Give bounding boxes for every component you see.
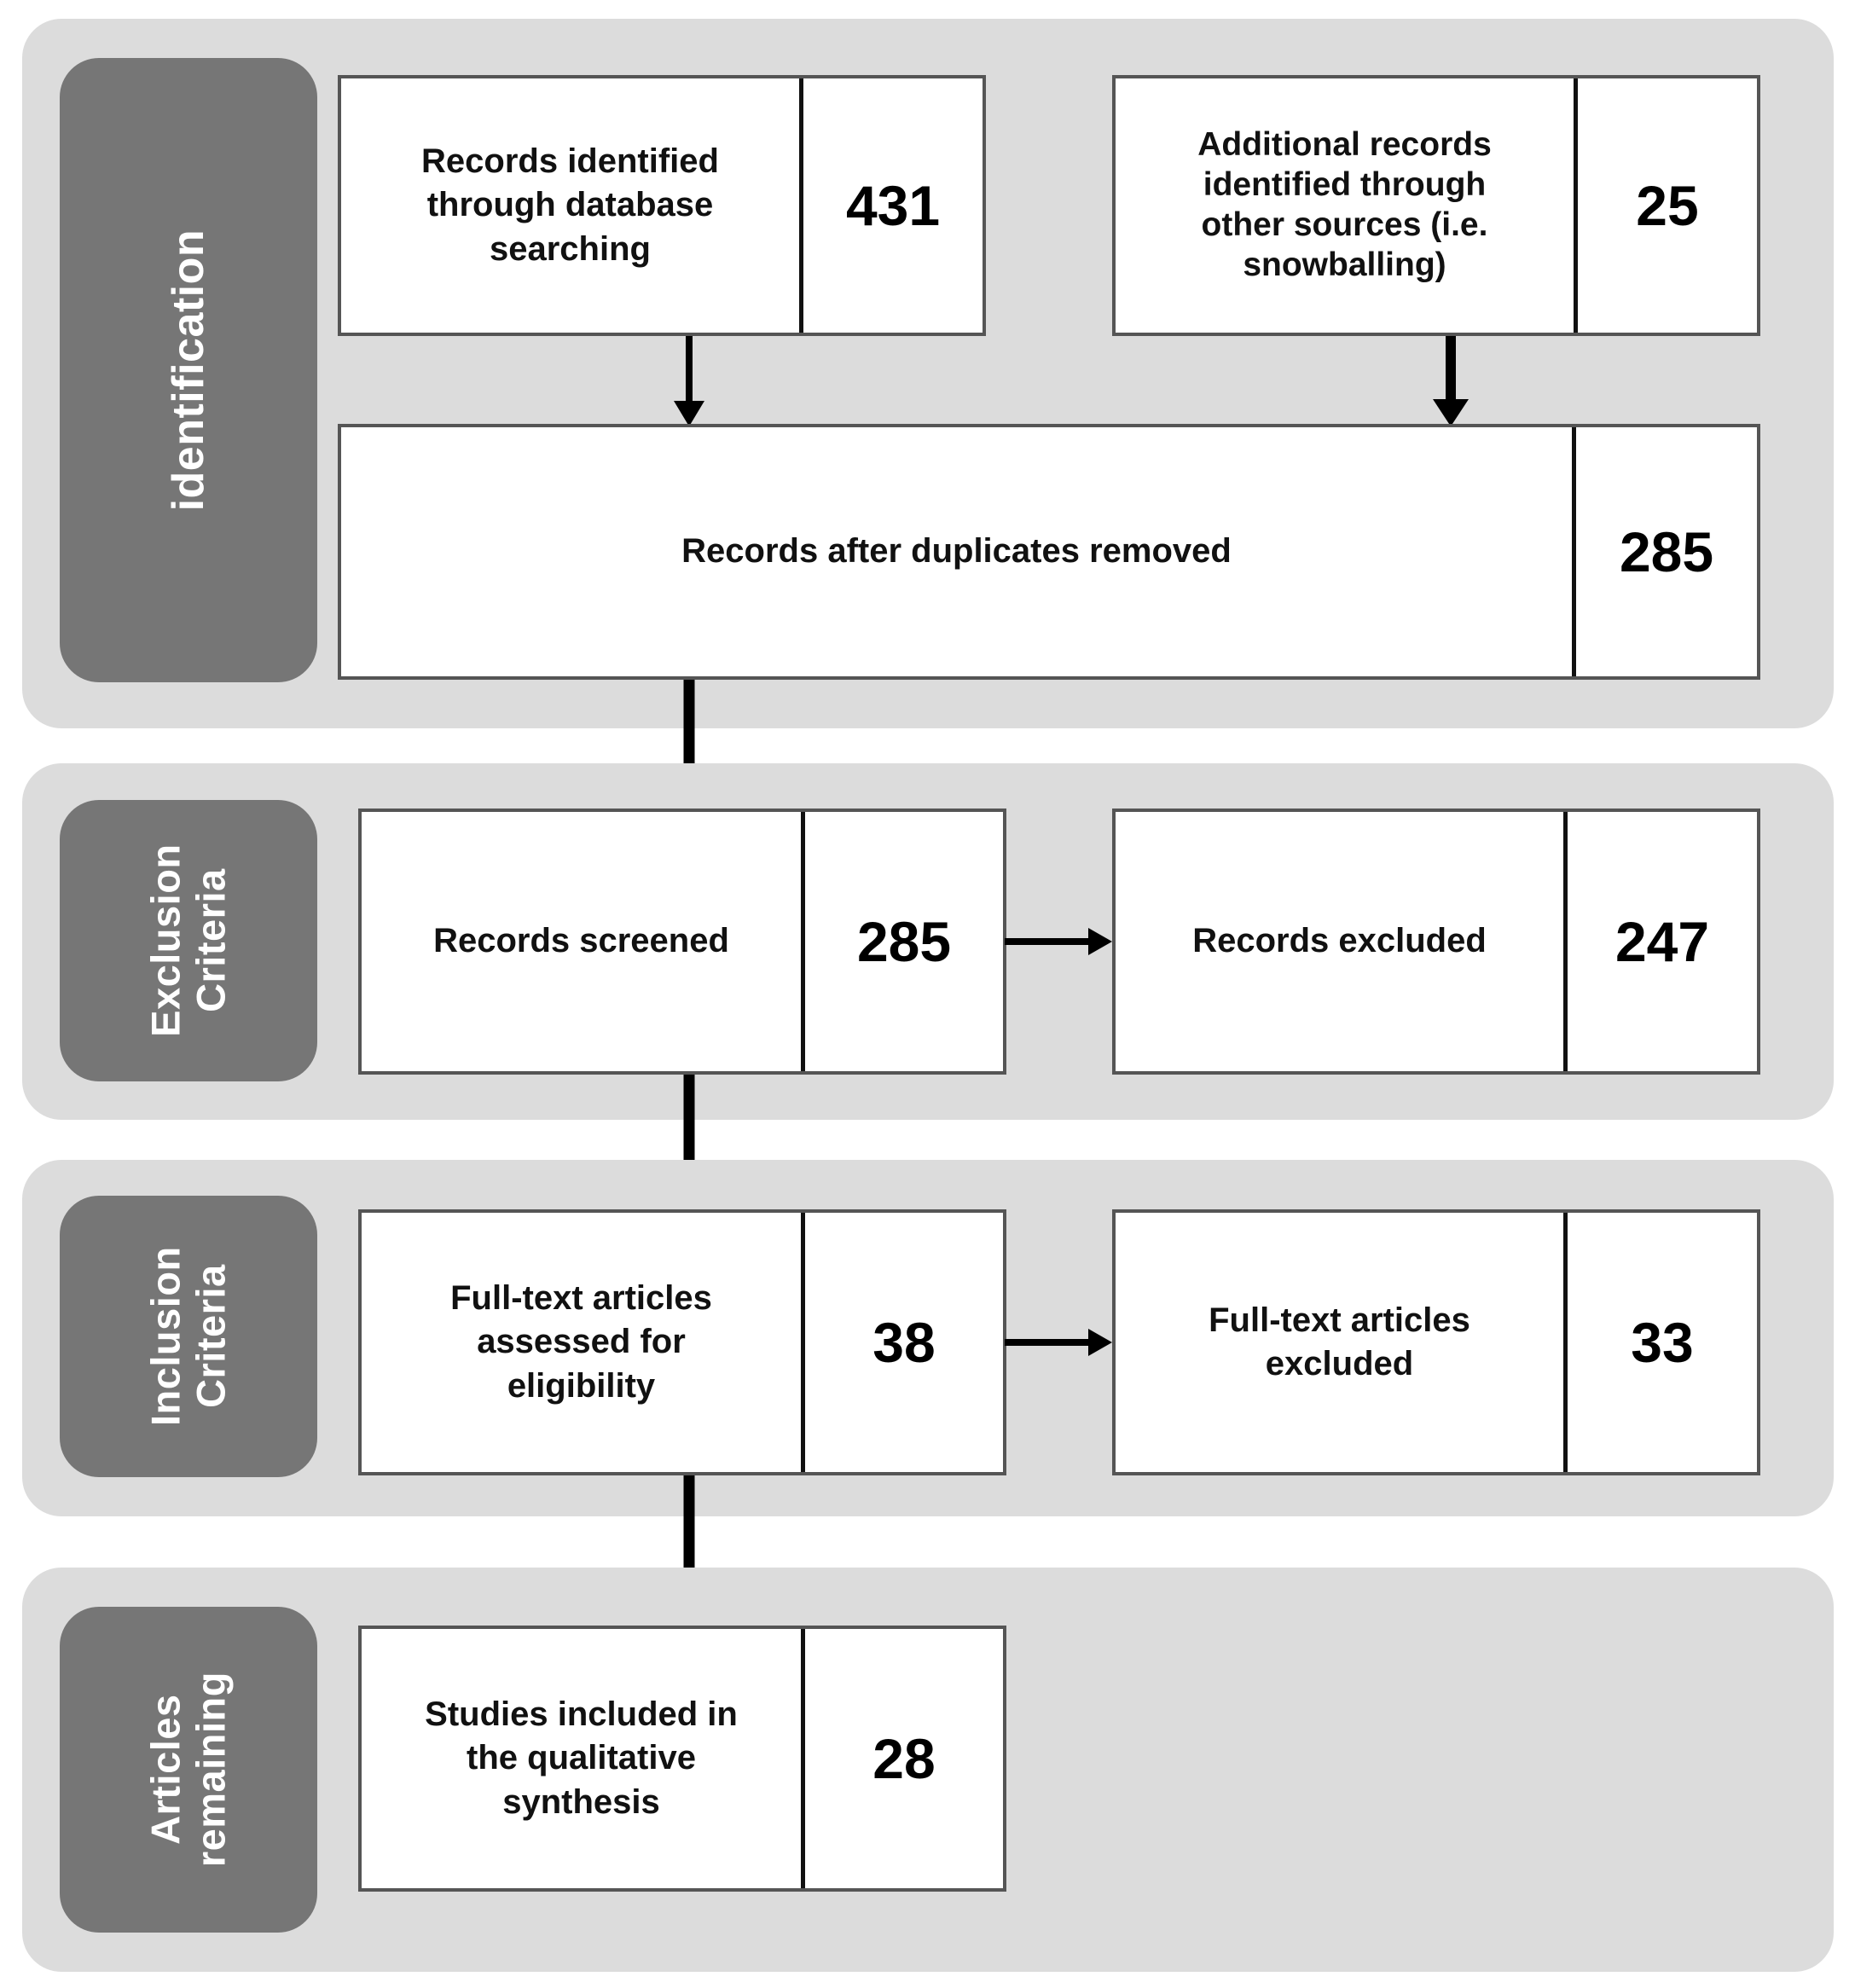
box-fulltext-excluded-count: 33	[1631, 1311, 1694, 1374]
box-studies-included-divider	[801, 1629, 805, 1888]
box-fulltext-excluded-label-cell: Full-text articles excluded	[1116, 1213, 1563, 1472]
box-records-screened-count-cell: 285	[805, 812, 1003, 1071]
box-fulltext-assessed-label-cell: Full-text articles assessed for eligibil…	[362, 1213, 801, 1472]
arrow-fulltext-to-excluded	[1005, 1320, 1114, 1365]
box-records-excluded-count: 247	[1614, 910, 1710, 973]
box-records-after-duplicates-divider	[1572, 427, 1576, 676]
box-records-identified: Records identified through database sear…	[338, 75, 986, 336]
box-fulltext-assessed-count-cell: 38	[805, 1213, 1003, 1472]
stage-tab-exclusion-criteria: Exclusion Criteria	[60, 800, 317, 1081]
box-records-excluded: Records excluded 247	[1112, 809, 1760, 1075]
arrow-records-identified-to-duplicates	[670, 336, 708, 428]
box-fulltext-excluded-count-cell: 33	[1568, 1213, 1757, 1472]
box-records-screened-label-cell: Records screened	[362, 812, 801, 1071]
stage-tab-inclusion-criteria-label: Inclusion Criteria	[142, 1246, 233, 1427]
box-records-excluded-label: Records excluded	[1192, 922, 1487, 960]
box-records-identified-count: 431	[845, 174, 941, 237]
stage-tab-inclusion-criteria: Inclusion Criteria	[60, 1196, 317, 1477]
box-studies-included-count: 28	[872, 1727, 936, 1790]
box-records-after-duplicates: Records after duplicates removed 285	[338, 424, 1760, 680]
box-records-after-duplicates-label-cell: Records after duplicates removed	[341, 427, 1572, 676]
box-additional-records: Additional records identified through ot…	[1112, 75, 1760, 336]
box-studies-included-label: Studies included in the qualitative synt…	[425, 1695, 738, 1821]
box-additional-records-label-cell: Additional records identified through ot…	[1116, 78, 1574, 333]
box-fulltext-excluded-divider	[1563, 1213, 1568, 1472]
box-fulltext-assessed: Full-text articles assessed for eligibil…	[358, 1209, 1006, 1475]
box-records-identified-label: Records identified through database sear…	[421, 142, 719, 268]
box-records-excluded-divider	[1563, 812, 1568, 1071]
box-records-identified-divider	[799, 78, 803, 333]
box-additional-records-divider	[1574, 78, 1578, 333]
stage-tab-identification: identification	[60, 58, 317, 682]
box-fulltext-assessed-divider	[801, 1213, 805, 1472]
box-records-screened: Records screened 285	[358, 809, 1006, 1075]
box-fulltext-assessed-count: 38	[872, 1311, 936, 1374]
box-records-screened-count: 285	[856, 910, 952, 973]
box-studies-included-label-cell: Studies included in the qualitative synt…	[362, 1629, 801, 1888]
box-additional-records-label: Additional records identified through ot…	[1197, 126, 1492, 283]
stage-tab-exclusion-criteria-label: Exclusion Criteria	[142, 843, 233, 1038]
box-records-identified-count-cell: 431	[803, 78, 983, 333]
box-studies-included: Studies included in the qualitative synt…	[358, 1626, 1006, 1892]
box-records-after-duplicates-count: 285	[1619, 520, 1714, 583]
stage-tab-identification-label: identification	[163, 229, 213, 512]
box-records-screened-label: Records screened	[433, 922, 729, 960]
box-records-after-duplicates-count-cell: 285	[1576, 427, 1757, 676]
box-records-after-duplicates-label: Records after duplicates removed	[681, 532, 1232, 571]
arrow-screened-to-excluded	[1005, 919, 1114, 964]
box-records-excluded-label-cell: Records excluded	[1116, 812, 1563, 1071]
box-records-excluded-count-cell: 247	[1568, 812, 1757, 1071]
box-additional-records-count: 25	[1636, 174, 1699, 237]
box-records-identified-label-cell: Records identified through database sear…	[341, 78, 799, 333]
box-fulltext-excluded: Full-text articles excluded 33	[1112, 1209, 1760, 1475]
box-studies-included-count-cell: 28	[805, 1629, 1003, 1888]
box-fulltext-assessed-label: Full-text articles assessed for eligibil…	[450, 1279, 712, 1405]
stage-tab-articles-remaining-label: Articles remaining	[142, 1672, 233, 1868]
arrow-additional-records-to-duplicates	[1428, 336, 1474, 428]
box-fulltext-excluded-label: Full-text articles excluded	[1209, 1301, 1470, 1382]
box-additional-records-count-cell: 25	[1578, 78, 1757, 333]
box-records-screened-divider	[801, 812, 805, 1071]
stage-tab-articles-remaining: Articles remaining	[60, 1607, 317, 1933]
